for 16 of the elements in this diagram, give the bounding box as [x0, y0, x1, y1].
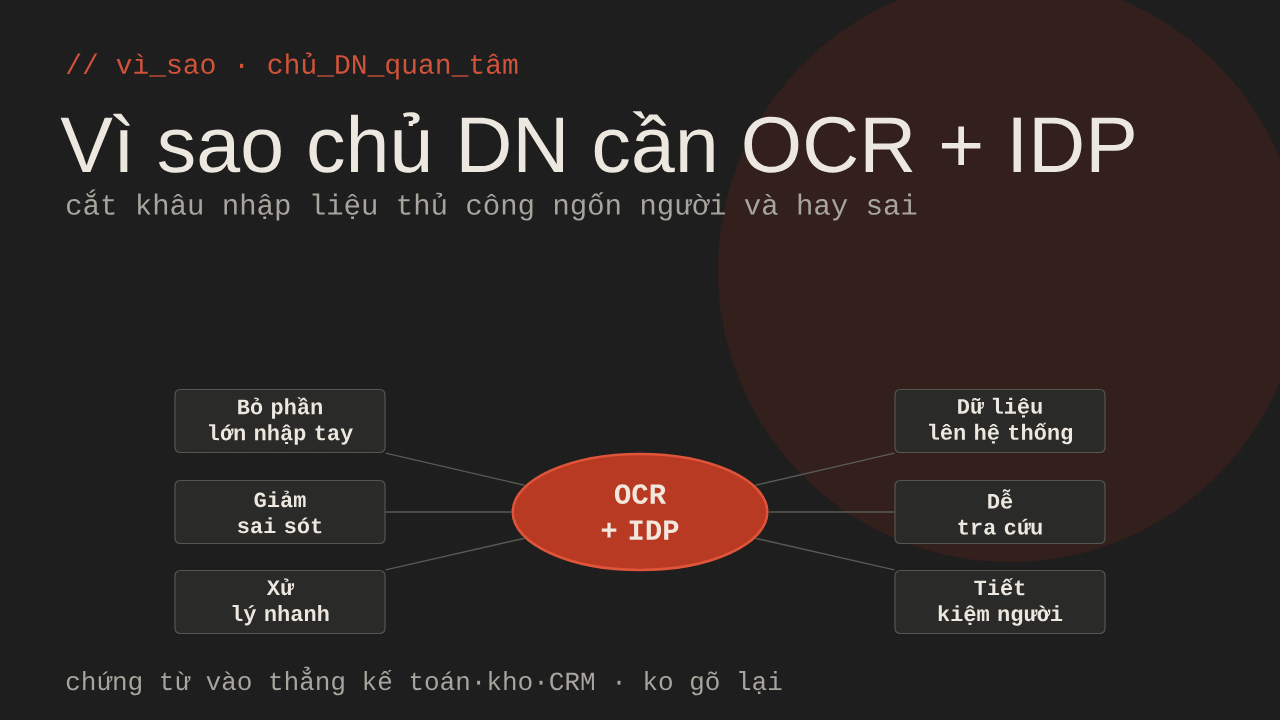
footer-text: chứng từ vào thẳng kế toán·kho·CRM · ko gõ lại — [66, 666, 782, 696]
connector-line — [384, 452, 526, 487]
feature-box: Bỏ phần lớn nhập tay — [174, 388, 386, 454]
feature-box: Tiết kiệm người — [894, 569, 1106, 635]
feature-box: Dễ tra cứu — [894, 479, 1106, 545]
title: Vì sao chủ DN cần OCR + IDP — [60, 111, 1134, 173]
connector-line — [384, 511, 513, 513]
feature-box: Giảm sai sót — [174, 479, 386, 545]
feature-box: Dữ liệu lên hệ thống — [894, 388, 1106, 454]
connector-line — [754, 452, 896, 487]
connector-line — [767, 511, 896, 513]
feature-box: Xử lý nhanh — [174, 569, 386, 635]
subtitle: cắt khâu nhập liệu thủ công ngốn người và hay sai — [67, 189, 917, 221]
connector-line — [384, 537, 526, 571]
connector-line — [754, 537, 896, 571]
tag-line: // vì_sao · chủ_DN_quan_tâm — [66, 52, 518, 80]
